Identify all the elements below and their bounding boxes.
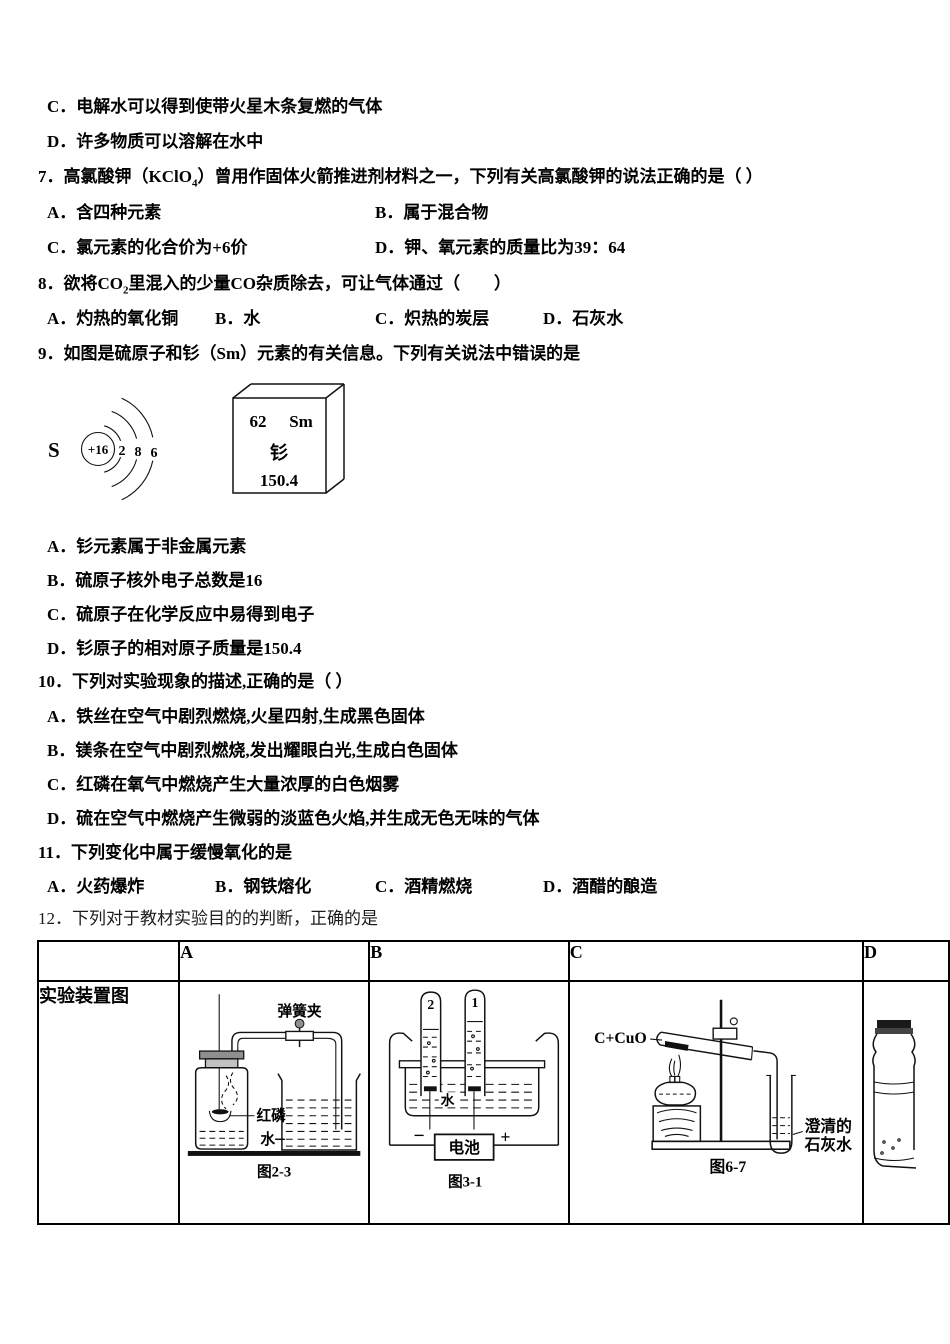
shell-arc: [104, 425, 122, 442]
q8-option-c: C．炽热的炭层: [375, 309, 490, 328]
limewater-label-2: 石灰水: [803, 1135, 851, 1154]
spring-clip-label: 弹簧夹: [278, 1002, 322, 1020]
fig-a-caption: 图2-3: [257, 1163, 291, 1180]
header-col-c: C: [567, 940, 864, 982]
q7-option-a: A．含四种元素: [47, 203, 162, 222]
fig-d-plastic-bottle: [872, 1020, 917, 1169]
q11-option-c: C．酒精燃烧: [375, 877, 473, 896]
question-12-stem: 12．下列对于教材实验目的的判断，正确的是: [38, 909, 378, 928]
minus-terminal: −: [414, 1126, 425, 1147]
question-7-stem: 7．高氯酸钾（KClO4）曾用作固体火箭推进剂材料之一，下列有关高氯酸钾的说法正…: [38, 167, 763, 190]
battery-label: 电池: [449, 1138, 481, 1157]
question-11-stem: 11．下列变化中属于缓慢氧化的是: [38, 843, 293, 862]
fig-b-caption: 图3-1: [448, 1173, 482, 1190]
red-phosphorus-label: 红磷: [257, 1107, 287, 1125]
q8-option-d: D．石灰水: [543, 309, 624, 328]
shell-arc: [121, 397, 154, 438]
q11-option-a: A．火药爆炸: [47, 877, 145, 896]
fig-c-caption: 图6-7: [709, 1158, 746, 1176]
question-10-stem: 10．下列对实验现象的描述,正确的是（ ）: [38, 672, 353, 691]
q8-option-b: B．水: [215, 309, 261, 328]
fig-d-cell: [861, 980, 950, 1225]
q9-option-b: B．硫原子核外电子总数是16: [47, 571, 263, 590]
fig-c-cell: C+CuO 澄清的 石灰水: [567, 980, 864, 1225]
fig-a-red-phosphorus-apparatus: 红磷 水 弹簧夹 图2-3: [187, 994, 362, 1180]
sulfur-atom-diagram: S +16 2 8 6: [48, 397, 158, 501]
apparatus-table: A B C D 实验装置图: [36, 940, 950, 1225]
atomic-number: 62: [250, 412, 267, 431]
q11-option-d: D．酒醋的酿造: [543, 877, 658, 896]
shell2-electrons: 8: [135, 445, 142, 460]
question-8-stem: 8．欲将CO2里混入的少量CO杂质除去，可让气体通过（ ）: [38, 274, 511, 297]
q11-option-b: B．钢铁熔化: [215, 877, 312, 896]
subscript: 2: [123, 284, 129, 297]
nucleus-circle: [80, 431, 116, 467]
fig-a-cell: 红磷 水 弹簧夹 图2-3: [178, 980, 371, 1225]
q10-option-d: D．硫在空气中燃烧产生微弱的淡蓝色火焰,并生成无色无味的气体: [47, 809, 540, 828]
shell-arc: [121, 460, 154, 501]
nucleus-charge: +16: [88, 442, 109, 457]
q7-option-d: D．钾、氧元素的质量比为39：64: [375, 238, 626, 257]
tube-2-label: 2: [428, 997, 435, 1012]
reactant-label: C+CuO: [594, 1030, 647, 1047]
question-9-stem: 9．如图是硫原子和钐（Sm）元素的有关信息。下列有关说法中错误的是: [38, 344, 581, 363]
q10-option-c: C．红磷在氧气中燃烧产生大量浓厚的白色烟雾: [47, 775, 400, 794]
q7-option-b: B．属于混合物: [375, 203, 489, 222]
tube-1-label: 1: [472, 995, 479, 1010]
row-label-apparatus: 实验装置图: [36, 980, 181, 1225]
element-symbol: Sm: [289, 412, 313, 431]
header-col-d: D: [861, 940, 950, 982]
fig-c-carbon-cuo-apparatus: C+CuO 澄清的 石灰水: [594, 999, 852, 1176]
subscript: 4: [191, 177, 198, 190]
shell-arc: [104, 456, 122, 473]
element-name: 钐: [270, 442, 288, 463]
option-6d: D．许多物质可以溶解在水中: [47, 132, 264, 151]
q9-option-d: D．钐原子的相对原子质量是150.4: [47, 639, 302, 658]
q9-option-c: C．硫原子在化学反应中易得到电子: [47, 605, 315, 624]
option-6c: C．电解水可以得到使带火星木条复燃的气体: [47, 97, 383, 116]
q8-option-a: A．灼热的氧化铜: [47, 309, 179, 328]
water-label: 水: [441, 1092, 455, 1108]
fig-b-electrolysis-apparatus: 2 1 水 电池 − + 图3-1: [389, 989, 560, 1190]
samarium-element-box: 62 Sm 钐 150.4: [232, 383, 345, 494]
shell-arc: [111, 459, 138, 488]
shell1-electrons: 2: [119, 444, 126, 459]
header-col-b: B: [368, 940, 570, 982]
q10-option-a: A．铁丝在空气中剧烈燃烧,火星四射,生成黑色固体: [47, 707, 425, 726]
q9-option-a: A．钐元素属于非金属元素: [47, 537, 247, 556]
header-blank: [36, 940, 181, 982]
shell-arc: [111, 410, 138, 439]
fig-b-cell: 2 1 水 电池 − + 图3-1: [368, 980, 570, 1225]
q10-option-b: B．镁条在空气中剧烈燃烧,发出耀眼白光,生成白色固体: [47, 741, 458, 760]
plus-terminal: +: [501, 1127, 511, 1147]
limewater-label-1: 澄清的: [804, 1117, 851, 1136]
header-col-a: A: [178, 940, 371, 982]
shell3-electrons: 6: [151, 446, 158, 461]
atomic-mass: 150.4: [260, 471, 299, 490]
q7-option-c: C．氯元素的化合价为+6价: [47, 238, 248, 257]
water-label: 水: [261, 1130, 276, 1148]
element-letter: S: [48, 438, 60, 462]
